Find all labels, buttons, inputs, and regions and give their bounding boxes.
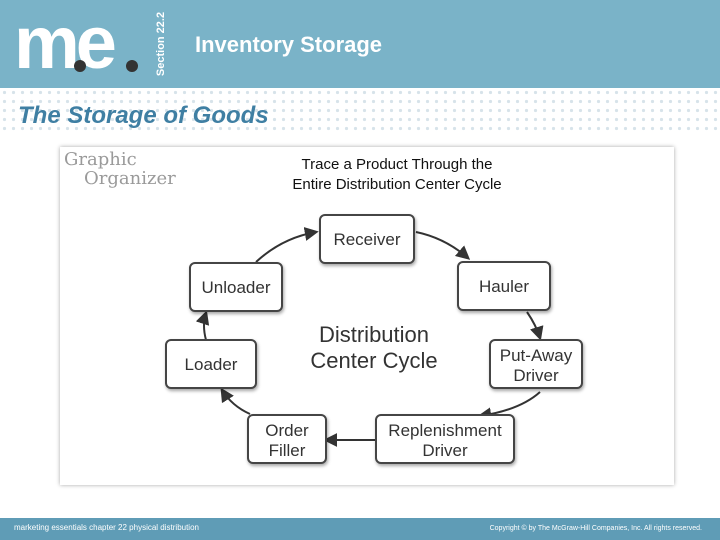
page-subtitle: The Storage of Goods <box>18 102 269 129</box>
arrow-putaway-to-replenishment <box>477 391 541 422</box>
arrow-unloader-to-receiver <box>255 227 319 263</box>
node-replenishment: Replenishment Driver <box>375 414 515 464</box>
order-filler-label-1: Order <box>265 421 309 440</box>
center-label-1: Distribution <box>319 322 429 347</box>
receiver-label: Receiver <box>333 230 400 249</box>
footer-course-text: marketing essentials chapter 22 physical… <box>14 523 199 532</box>
figure-frame <box>60 147 674 485</box>
arrow-loader-to-unloader <box>195 310 210 341</box>
node-unloader: Unloader <box>189 262 283 312</box>
unloader-label: Unloader <box>202 278 271 297</box>
graphic-label-line1: Graphic <box>64 149 137 170</box>
caption-line2: Entire Distribution Center Cycle <box>292 176 502 193</box>
node-loader: Loader <box>165 339 257 389</box>
node-order-filler: Order Filler <box>247 414 327 464</box>
graphic-organizer-label: Graphic Organizer <box>64 150 176 188</box>
replenishment-label-1: Replenishment <box>388 421 502 440</box>
putaway-label-2: Driver <box>513 366 559 385</box>
hauler-label: Hauler <box>479 277 529 296</box>
arrow-hauler-to-putaway <box>526 311 544 341</box>
loader-label: Loader <box>185 355 238 374</box>
node-hauler: Hauler <box>457 261 551 311</box>
header-title: Inventory Storage <box>195 32 383 57</box>
center-label-2: Center Cycle <box>310 348 437 373</box>
footer-band <box>0 518 720 540</box>
node-receiver: Receiver <box>319 214 415 264</box>
svg-text:me: me <box>14 1 115 84</box>
caption-line1: Trace a Product Through the <box>301 156 493 173</box>
putaway-label-1: Put-Away <box>500 346 573 365</box>
node-putaway: Put-Away Driver <box>489 339 583 389</box>
figure-caption: Trace a Product Through the Entire Distr… <box>262 155 532 195</box>
dotted-pattern <box>0 88 720 134</box>
arrow-orderfiller-to-loader <box>220 387 251 415</box>
me-logo: me <box>14 1 138 84</box>
arrow-receiver-to-hauler <box>415 231 471 260</box>
header-band <box>0 0 720 88</box>
graphic-label-line2: Organizer <box>84 168 176 189</box>
footer-copyright: Copyright © by The McGraw-Hill Companies… <box>489 525 702 532</box>
order-filler-label-2: Filler <box>269 441 306 460</box>
replenishment-label-2: Driver <box>422 441 468 460</box>
